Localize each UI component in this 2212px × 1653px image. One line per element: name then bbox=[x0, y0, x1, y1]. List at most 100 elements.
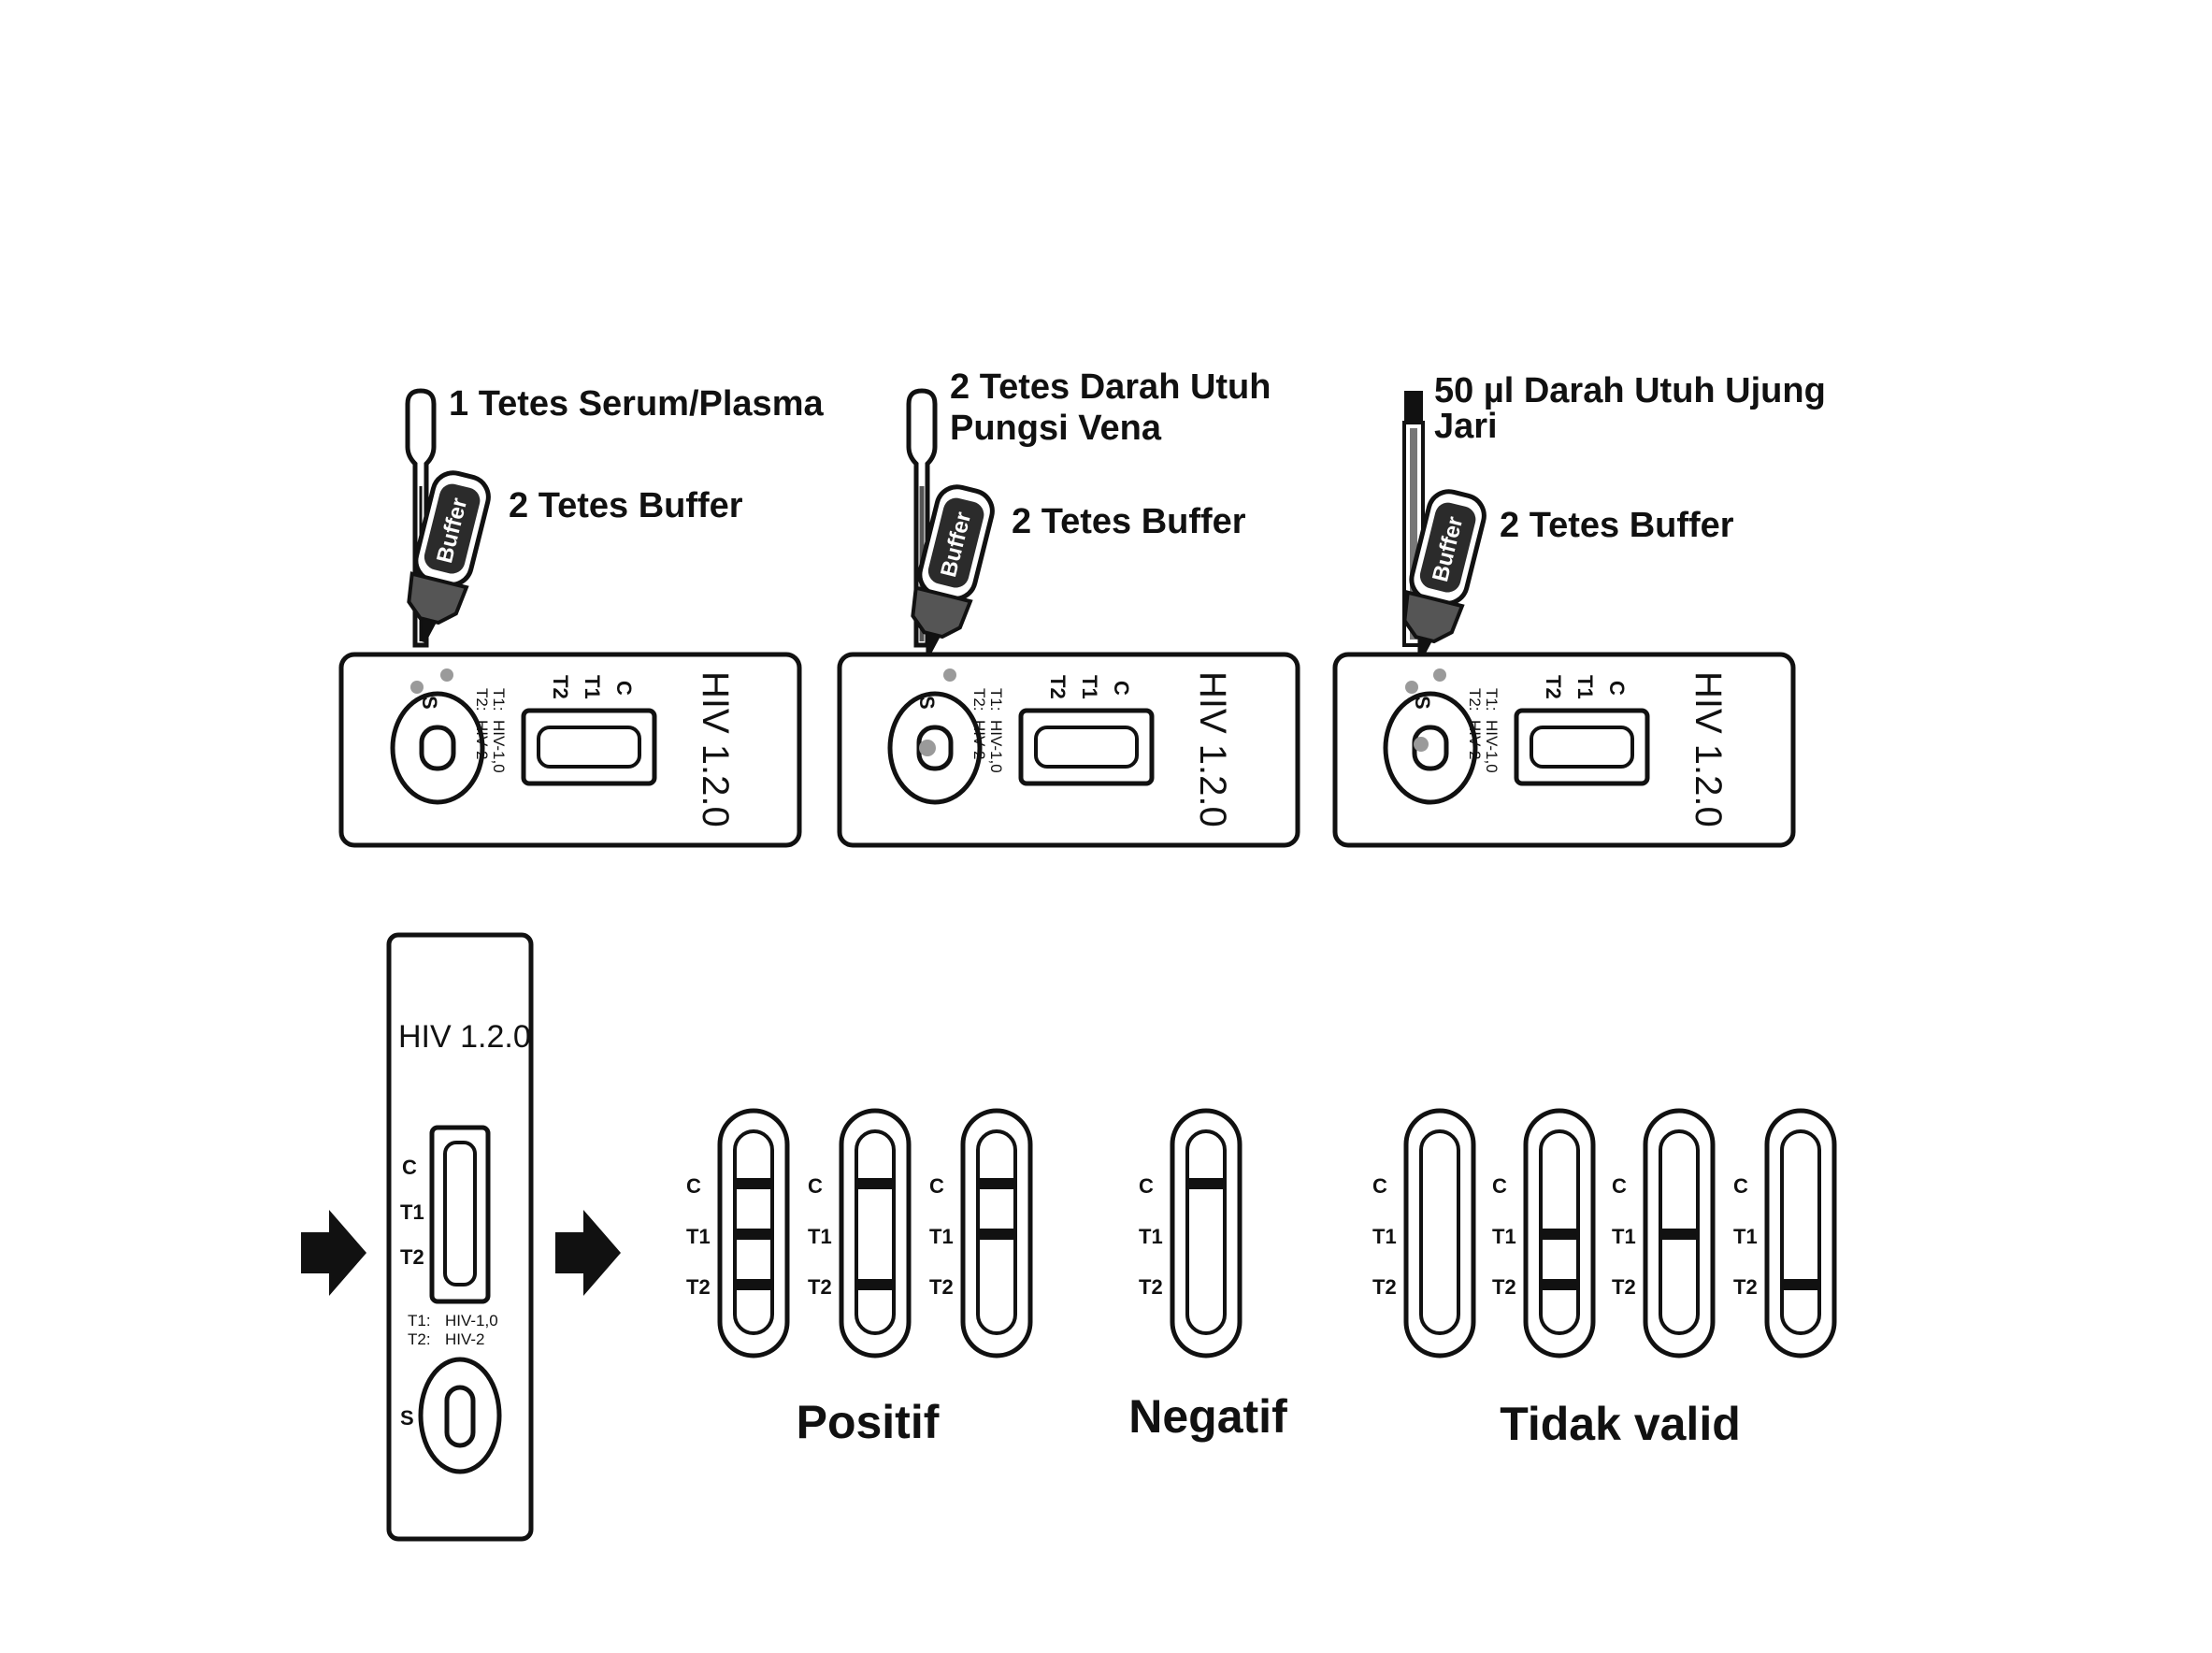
strip-label-t2: T2 bbox=[686, 1275, 711, 1299]
step-3-sample-label-line2: Jari bbox=[1434, 407, 1498, 446]
band-c bbox=[1187, 1178, 1225, 1189]
line-t2-label: T2 bbox=[1542, 675, 1565, 699]
band-c bbox=[735, 1178, 772, 1189]
cassette-name: HIV 1.2.0 bbox=[1688, 671, 1729, 827]
legend-t2-label: T2: bbox=[408, 1330, 431, 1348]
strip-label-c: C bbox=[808, 1174, 823, 1198]
legend-t2-label: T2: bbox=[970, 688, 988, 712]
strip-label-c: C bbox=[1139, 1174, 1154, 1198]
strip-label-c: C bbox=[686, 1174, 701, 1198]
strip-label-c: C bbox=[1492, 1174, 1507, 1198]
band-t1 bbox=[978, 1229, 1015, 1240]
strip-label-t1: T1 bbox=[808, 1225, 832, 1248]
strip-label-t2: T2 bbox=[1733, 1275, 1758, 1299]
line-t1-label: T1 bbox=[400, 1200, 424, 1224]
right-arrow-icon bbox=[301, 1210, 366, 1296]
line-t1-label: T1 bbox=[1078, 675, 1101, 699]
negative-label: Negatif bbox=[1128, 1390, 1287, 1443]
step-2-sample-label-line2: Pungsi Vena bbox=[950, 409, 1162, 448]
step-3-sample-label-line1: 50 µl Darah Utuh Ujung bbox=[1434, 371, 1826, 410]
strip-label-c: C bbox=[929, 1174, 944, 1198]
line-t2-label: T2 bbox=[1046, 675, 1070, 699]
legend-t2-value: HIV-2 bbox=[970, 720, 988, 760]
right-arrow-icon bbox=[555, 1210, 621, 1296]
strip-label-c: C bbox=[1612, 1174, 1627, 1198]
strip-label-t2: T2 bbox=[1612, 1275, 1636, 1299]
legend-t2-value: HIV-2 bbox=[473, 720, 491, 760]
band-t2 bbox=[1782, 1279, 1819, 1290]
step-3-buffer-label: 2 Tetes Buffer bbox=[1500, 506, 1734, 545]
band-c bbox=[978, 1178, 1015, 1189]
sample-well-label: S bbox=[400, 1406, 414, 1430]
band-t1 bbox=[1541, 1229, 1578, 1240]
buffer-bottle-icon: Buffer bbox=[911, 484, 995, 657]
invalid-label: Tidak valid bbox=[1500, 1398, 1741, 1450]
strip-label-t2: T2 bbox=[808, 1275, 832, 1299]
strip-label-t2: T2 bbox=[1139, 1275, 1163, 1299]
line-c-label: C bbox=[1605, 681, 1629, 696]
legend-t1-label: T1: bbox=[408, 1312, 431, 1330]
buffer-bottle-icon: Buffer bbox=[1402, 489, 1487, 662]
test-cassette: S T1: T2: HIV-1,0 HIV-2 C T1 T2 HIV 1.2.… bbox=[338, 652, 802, 848]
band-t2 bbox=[1541, 1279, 1578, 1290]
line-c-label: C bbox=[402, 1156, 417, 1179]
strip-label-t2: T2 bbox=[929, 1275, 954, 1299]
line-c-label: C bbox=[612, 681, 636, 696]
cassette-name: HIV 1.2.0 bbox=[398, 1019, 531, 1055]
step-3-fingerstick-whole-blood: Buffer 50 µl Darah Utuh Ujung Jari 2 Tet… bbox=[1332, 371, 1826, 848]
line-t2-label: T2 bbox=[400, 1245, 424, 1269]
legend-t1-label: T1: bbox=[987, 688, 1005, 712]
strip-label-t2: T2 bbox=[1372, 1275, 1397, 1299]
sample-well-label: S bbox=[1411, 696, 1434, 710]
strip-label-c: C bbox=[1372, 1174, 1387, 1198]
band-t2 bbox=[856, 1279, 894, 1290]
legend-t2-label: T2: bbox=[1466, 688, 1484, 712]
vertical-test-cassette: HIV 1.2.0 C T1 T2 T1: T2: HIV-1,0 HIV-2 … bbox=[386, 932, 534, 1542]
strip-label-t2: T2 bbox=[1492, 1275, 1516, 1299]
step-2-sample-label-line1: 2 Tetes Darah Utuh bbox=[950, 367, 1271, 407]
band-t1 bbox=[735, 1229, 772, 1240]
step-1-sample-label: 1 Tetes Serum/Plasma bbox=[449, 384, 824, 424]
positive-label: Positif bbox=[797, 1396, 940, 1448]
cassette-name: HIV 1.2.0 bbox=[695, 671, 736, 827]
strip-label-t1: T1 bbox=[1733, 1225, 1758, 1248]
line-c-label: C bbox=[1110, 681, 1133, 696]
line-t1-label: T1 bbox=[1573, 675, 1597, 699]
buffer-bottle-icon: Buffer bbox=[407, 470, 491, 643]
legend-t1-label: T1: bbox=[1483, 688, 1501, 712]
line-t1-label: T1 bbox=[581, 675, 604, 699]
strip-label-t1: T1 bbox=[1372, 1225, 1397, 1248]
step-1-buffer-label: 2 Tetes Buffer bbox=[509, 486, 743, 525]
band-t1 bbox=[1660, 1229, 1698, 1240]
legend-t2-value: HIV-2 bbox=[445, 1330, 485, 1348]
strip-label-t1: T1 bbox=[1139, 1225, 1163, 1248]
band-c bbox=[856, 1178, 894, 1189]
legend-t1-value: HIV-1,0 bbox=[987, 720, 1005, 773]
legend-t2-value: HIV-2 bbox=[1466, 720, 1484, 760]
legend-t1-value: HIV-1,0 bbox=[445, 1312, 498, 1330]
legend-t1-label: T1: bbox=[490, 688, 508, 712]
legend-t2-label: T2: bbox=[473, 688, 491, 712]
test-cassette: S T1: T2: HIV-1,0 HIV-2 C T1 T2 HIV 1.2.… bbox=[837, 652, 1300, 848]
legend-t1-value: HIV-1,0 bbox=[1483, 720, 1501, 773]
band-t2 bbox=[735, 1279, 772, 1290]
line-t2-label: T2 bbox=[549, 675, 572, 699]
sample-well-label: S bbox=[418, 696, 441, 710]
strip-label-t1: T1 bbox=[1612, 1225, 1636, 1248]
sample-well-label: S bbox=[915, 696, 939, 710]
test-cassette: S T1: T2: HIV-1,0 HIV-2 C T1 T2 HIV 1.2.… bbox=[1332, 652, 1796, 848]
strip-label-t1: T1 bbox=[1492, 1225, 1516, 1248]
step-1-serum-plasma: Buffer 1 Tetes Serum/Plasma 2 Tetes Buff… bbox=[338, 384, 824, 848]
cassette-name: HIV 1.2.0 bbox=[1192, 671, 1233, 827]
step-2-buffer-label: 2 Tetes Buffer bbox=[1012, 502, 1246, 541]
